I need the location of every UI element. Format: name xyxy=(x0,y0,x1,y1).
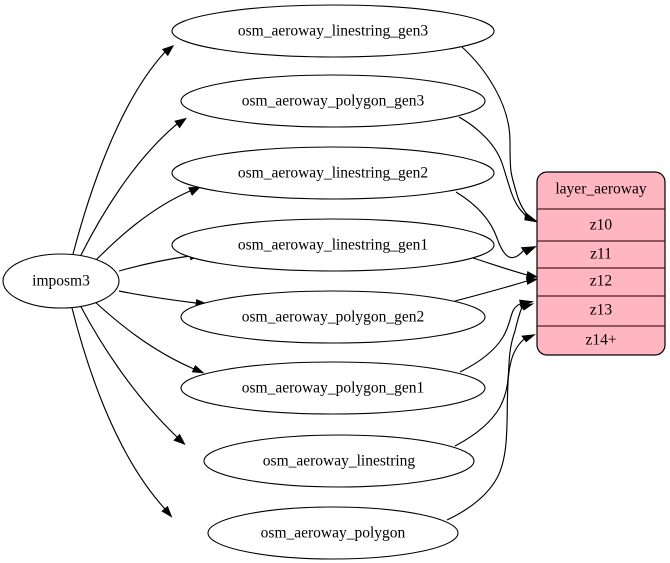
layer-aeroway-row-z14plus[interactable]: z14+ xyxy=(585,332,616,349)
node-osm-aeroway-linestring-gen1-ellipse[interactable] xyxy=(171,218,495,272)
layer-aeroway-table-body[interactable] xyxy=(536,171,666,356)
node-osm-aeroway-linestring-gen2-label: osm_aeroway_linestring_gen2 xyxy=(238,165,428,182)
node-osm-aeroway-polygon-gen1[interactable]: osm_aeroway_polygon_gen1 xyxy=(180,361,486,415)
node-osm-aeroway-polygon-gen3-ellipse[interactable] xyxy=(180,74,486,128)
edge-imposm3-to-osm-aeroway-polygon-gen3 xyxy=(79,117,187,258)
node-osm-aeroway-linestring-gen2-ellipse[interactable] xyxy=(171,146,495,200)
layer-aeroway-row-z10[interactable]: z10 xyxy=(590,217,613,234)
node-osm-aeroway-linestring-gen1-label: osm_aeroway_linestring_gen1 xyxy=(238,237,428,254)
node-osm-aeroway-linestring-label: osm_aeroway_linestring xyxy=(263,453,416,470)
node-layer-aeroway-table[interactable]: layer_aeroway z10 z11 z12 z13 z14+ xyxy=(536,171,666,356)
edge-imposm3-to-osm-aeroway-linestring xyxy=(79,304,186,446)
node-osm-aeroway-polygon-gen1-label: osm_aeroway_polygon_gen1 xyxy=(242,380,425,397)
edge-osm-aeroway-linestring-gen1-to-z12 xyxy=(472,257,539,280)
node-osm-aeroway-polygon-gen3[interactable]: osm_aeroway_polygon_gen3 xyxy=(180,74,486,128)
edge-osm-aeroway-polygon-gen2-to-z12 xyxy=(454,277,539,302)
node-osm-aeroway-linestring-gen1[interactable]: osm_aeroway_linestring_gen1 xyxy=(171,218,495,272)
edge-osm-aeroway-polygon-gen3-to-z10 xyxy=(458,116,537,223)
node-osm-aeroway-polygon-gen3-label: osm_aeroway_polygon_gen3 xyxy=(242,93,425,110)
layer-aeroway-row-z11[interactable]: z11 xyxy=(590,246,612,263)
node-imposm3-ellipse[interactable] xyxy=(2,253,120,309)
layer-aeroway-header-label: layer_aeroway xyxy=(555,181,646,198)
edge-osm-aeroway-polygon-to-z14 xyxy=(446,334,536,521)
layer-aeroway-row-z13[interactable]: z13 xyxy=(590,302,613,319)
edge-imposm3-to-osm-aeroway-linestring-gen3 xyxy=(72,44,175,255)
edge-imposm3-to-osm-aeroway-linestring-gen2 xyxy=(94,186,201,262)
edge-group-tables-to-layer xyxy=(446,46,539,521)
node-osm-aeroway-linestring-gen2[interactable]: osm_aeroway_linestring_gen2 xyxy=(171,146,495,200)
node-osm-aeroway-linestring-ellipse[interactable] xyxy=(203,434,475,488)
node-osm-aeroway-polygon-gen2-ellipse[interactable] xyxy=(180,290,486,344)
edge-imposm3-to-osm-aeroway-polygon-gen1 xyxy=(93,300,205,374)
node-imposm3[interactable]: imposm3 xyxy=(2,253,120,309)
edge-osm-aeroway-linestring-gen3-to-z10 xyxy=(461,46,538,222)
node-osm-aeroway-polygon-gen2[interactable]: osm_aeroway_polygon_gen2 xyxy=(180,290,486,344)
edge-osm-aeroway-linestring-to-z13 xyxy=(454,303,534,447)
node-osm-aeroway-linestring[interactable]: osm_aeroway_linestring xyxy=(203,434,475,488)
node-osm-aeroway-polygon-label: osm_aeroway_polygon xyxy=(261,525,406,542)
layer-aeroway-row-z12[interactable]: z12 xyxy=(590,273,612,290)
node-imposm3-label: imposm3 xyxy=(32,273,90,290)
node-osm-aeroway-polygon-ellipse[interactable] xyxy=(207,506,459,560)
node-osm-aeroway-linestring-gen3[interactable]: osm_aeroway_linestring_gen3 xyxy=(171,4,495,58)
edge-imposm3-to-osm-aeroway-polygon xyxy=(71,307,173,518)
edge-osm-aeroway-linestring-gen2-to-z11 xyxy=(455,191,537,259)
node-osm-aeroway-linestring-gen3-label: osm_aeroway_linestring_gen3 xyxy=(238,23,429,40)
node-osm-aeroway-polygon-gen1-ellipse[interactable] xyxy=(180,361,486,415)
node-osm-aeroway-polygon-gen2-label: osm_aeroway_polygon_gen2 xyxy=(242,309,425,326)
node-osm-aeroway-polygon[interactable]: osm_aeroway_polygon xyxy=(207,506,459,560)
node-osm-aeroway-linestring-gen3-ellipse[interactable] xyxy=(171,4,495,58)
edge-imposm3-to-osm-aeroway-polygon-gen2 xyxy=(118,290,208,307)
